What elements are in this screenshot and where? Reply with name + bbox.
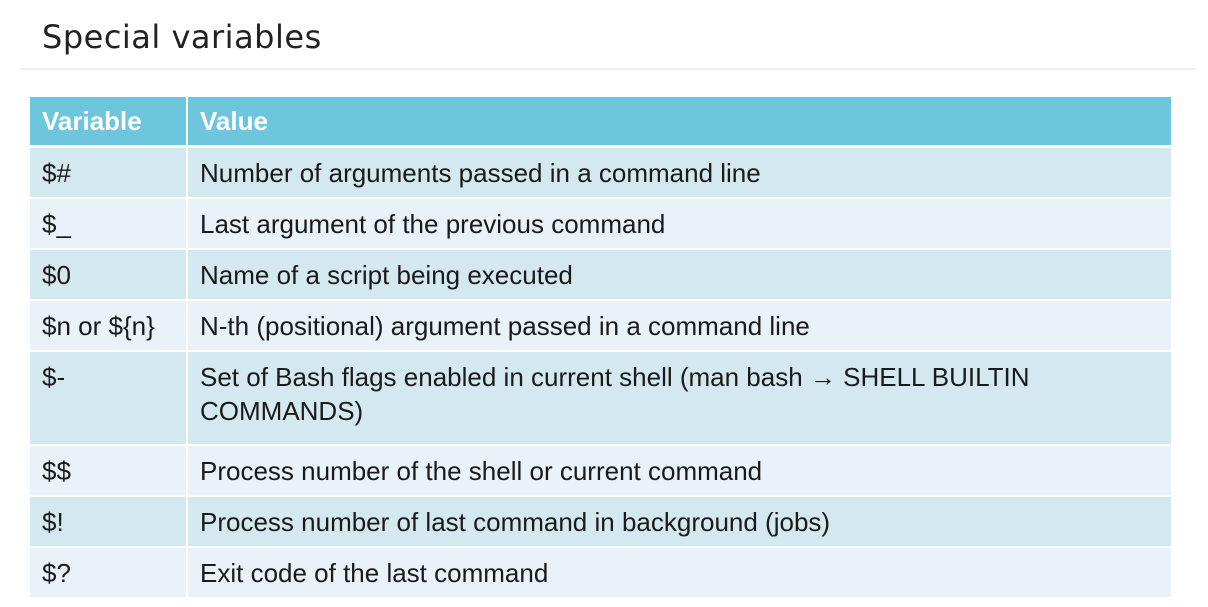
variables-table: Variable Value $# Number of arguments pa… [30,97,1171,599]
table-row: $? Exit code of the last command [30,547,1171,599]
title-divider [20,68,1196,70]
header-value: Value [187,97,1171,148]
value-cell: Name of a script being executed [187,249,1171,301]
variable-cell: $0 [30,249,188,301]
table-row: $n or ${n} N-th (positional) argument pa… [30,300,1171,352]
value-cell: Process number of the shell or current c… [187,445,1171,497]
table-row: $0 Name of a script being executed [30,249,1171,301]
table-row: $$ Process number of the shell or curren… [30,445,1171,497]
value-cell: N-th (positional) argument passed in a c… [187,300,1171,352]
table-header-row: Variable Value [30,97,1171,148]
table-row: $_ Last argument of the previous command [30,198,1171,250]
variable-cell: $n or ${n} [30,300,188,352]
variable-cell: $? [30,547,188,599]
value-cell: Process number of last command in backgr… [187,496,1171,548]
table-row: $! Process number of last command in bac… [30,496,1171,548]
variable-cell: $$ [30,445,188,497]
variable-cell: $- [30,351,188,446]
value-cell: Last argument of the previous command [187,198,1171,250]
value-cell: Number of arguments passed in a command … [187,146,1171,199]
variable-cell: $# [30,146,188,199]
page-title: Special variables [42,18,322,56]
value-cell: Set of Bash flags enabled in current she… [187,351,1171,446]
variable-cell: $_ [30,198,188,250]
header-variable: Variable [30,97,188,148]
value-cell: Exit code of the last command [187,547,1171,599]
table-row: $- Set of Bash flags enabled in current … [30,351,1171,446]
special-variables-table: Variable Value $# Number of arguments pa… [30,97,1171,599]
table-row: $# Number of arguments passed in a comma… [30,146,1171,199]
variable-cell: $! [30,496,188,548]
